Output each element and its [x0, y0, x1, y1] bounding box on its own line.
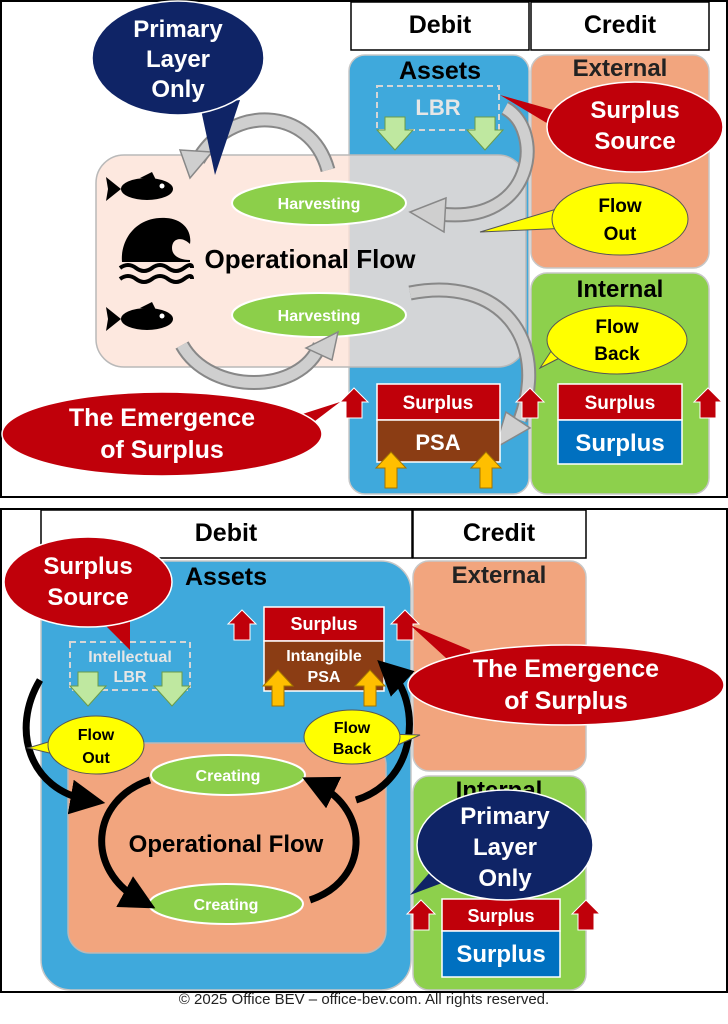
top-internal-surplus-red-label: Surplus: [585, 393, 656, 414]
top-credit-header: [530, 1, 710, 51]
bottom-operational-flow-label: Operational Flow: [129, 831, 324, 858]
top-assets-label: Assets: [399, 57, 481, 85]
lbr-down-arrow-right: [465, 116, 505, 151]
svg-text:Source: Source: [594, 128, 675, 155]
bottom-internal-surplus-red-label: Surplus: [467, 906, 534, 926]
top-psa-block: [376, 419, 501, 463]
black-flow-out-arrow: [22, 678, 106, 815]
bottom-external-label: External: [452, 562, 547, 589]
ilbr-down-arrow-left: [68, 671, 108, 707]
grey-arc-bottom-head: [304, 330, 340, 362]
copyright-footer: © 2025 Office BEV – office-bev.com. All …: [178, 991, 550, 1008]
bottom-assets-surplus-label: Surplus: [290, 614, 357, 634]
svg-text:Flow: Flow: [334, 720, 371, 737]
top-operational-flow-label: Operational Flow: [205, 244, 417, 274]
bottom-credit-header: [412, 509, 587, 559]
bottom-internal-surplus-blue: [441, 930, 561, 978]
bottom-psa-red-arrow-left: [226, 609, 258, 641]
svg-text:Flow: Flow: [598, 196, 641, 217]
grey-flow-out-arrow: [439, 103, 533, 221]
top-primary-layer-callout: Primary Layer Only: [91, 0, 265, 175]
top-external-label: External: [573, 55, 668, 82]
bottom-flow-back-callout: Flow Back: [303, 709, 421, 765]
fish-icon: [106, 172, 173, 201]
svg-text:Only: Only: [151, 76, 205, 103]
svg-text:Only: Only: [478, 865, 532, 892]
ilbr-down-arrow-right: [152, 671, 192, 707]
top-debit-header: [350, 1, 530, 51]
svg-text:Out: Out: [82, 750, 110, 767]
svg-text:Surplus: Surplus: [43, 553, 132, 580]
bottom-internal-surplus-blue-label: Surplus: [456, 941, 545, 968]
top-psa-label: PSA: [415, 430, 460, 455]
grey-arc-bottom: [177, 342, 326, 388]
bottom-primary-layer-callout: Primary Layer Only: [410, 789, 594, 901]
intangible-psa-label-2: PSA: [308, 669, 341, 686]
svg-text:Primary: Primary: [460, 803, 550, 830]
svg-text:Layer: Layer: [473, 834, 537, 861]
svg-text:The Emergence: The Emergence: [69, 404, 255, 432]
bottom-surplus-source-callout: Surplus Source: [3, 536, 173, 650]
top-harvesting-top-label: Harvesting: [278, 196, 361, 213]
intellectual-lbr-label-2: LBR: [114, 669, 147, 686]
grey-flow-out-arrow-head: [408, 196, 447, 234]
bottom-psa-red-arrow-right: [389, 609, 421, 641]
top-assets-surplus-label: Surplus: [403, 393, 474, 414]
svg-text:Surplus: Surplus: [590, 97, 679, 124]
top-surplus-source-callout: Surplus Source: [500, 81, 724, 173]
svg-text:Back: Back: [333, 741, 371, 758]
svg-text:Flow: Flow: [78, 727, 115, 744]
top-credit-label: Credit: [584, 11, 657, 39]
svg-text:Back: Back: [594, 344, 640, 365]
top-internal-surplus-blue: [557, 419, 683, 465]
top-lbr-box: [376, 85, 500, 131]
bottom-credit-label: Credit: [463, 519, 536, 547]
intangible-psa-label-1: Intangible: [286, 648, 362, 665]
creating-bottom-label: Creating: [194, 897, 259, 914]
creating-oval-top: [150, 754, 306, 796]
top-debit-label: Debit: [409, 11, 472, 39]
bottom-flow-out-callout: Flow Out: [26, 715, 145, 775]
svg-text:of Surplus: of Surplus: [504, 687, 628, 715]
grey-arc-top-head: [178, 149, 214, 180]
bottom-assets-label: Assets: [185, 563, 267, 591]
top-red-up-arrow: [338, 387, 370, 419]
svg-text:Layer: Layer: [146, 46, 210, 73]
svg-text:Source: Source: [47, 584, 128, 611]
top-internal-red-arrow-left: [514, 387, 546, 419]
intellectual-lbr-label-1: Intellectual: [88, 649, 172, 666]
top-emergence-callout: The Emergence of Surplus: [1, 391, 340, 477]
svg-text:Primary: Primary: [133, 16, 223, 43]
bottom-emergence-callout: The Emergence of Surplus: [407, 625, 725, 726]
bottom-internal-red-arrow-left: [405, 899, 437, 931]
black-cycle-arrow-left: [98, 776, 156, 909]
top-harvesting-oval: [231, 180, 407, 226]
svg-text:The Emergence: The Emergence: [473, 655, 659, 683]
svg-text:of Surplus: of Surplus: [100, 436, 224, 464]
creating-top-label: Creating: [196, 768, 261, 785]
svg-text:Flow: Flow: [595, 317, 638, 338]
svg-text:Out: Out: [604, 224, 637, 245]
top-flow-back-callout: Flow Back: [538, 305, 688, 375]
bottom-harvesting-oval: [231, 292, 407, 338]
fish-icon: [106, 302, 173, 331]
top-internal-label: Internal: [577, 276, 664, 303]
top-psa-up-arrow-left: [374, 451, 408, 489]
lbr-down-arrow-left: [375, 116, 415, 151]
bottom-debit-label: Debit: [195, 519, 258, 547]
top-flow-out-callout: Flow Out: [479, 182, 689, 256]
bottom-internal-red-arrow-right: [570, 899, 602, 931]
black-cycle-arrow-right: [302, 776, 360, 904]
top-internal-red-arrow-right: [692, 387, 724, 419]
top-harvesting-bottom-label: Harvesting: [278, 308, 361, 325]
wave-icon: [118, 217, 194, 284]
top-psa-up-arrow-right: [469, 451, 503, 489]
intangible-psa-up-arrow-left: [261, 669, 295, 707]
top-internal-surplus-blue-label: Surplus: [575, 430, 664, 457]
top-lbr-label: LBR: [415, 95, 460, 120]
